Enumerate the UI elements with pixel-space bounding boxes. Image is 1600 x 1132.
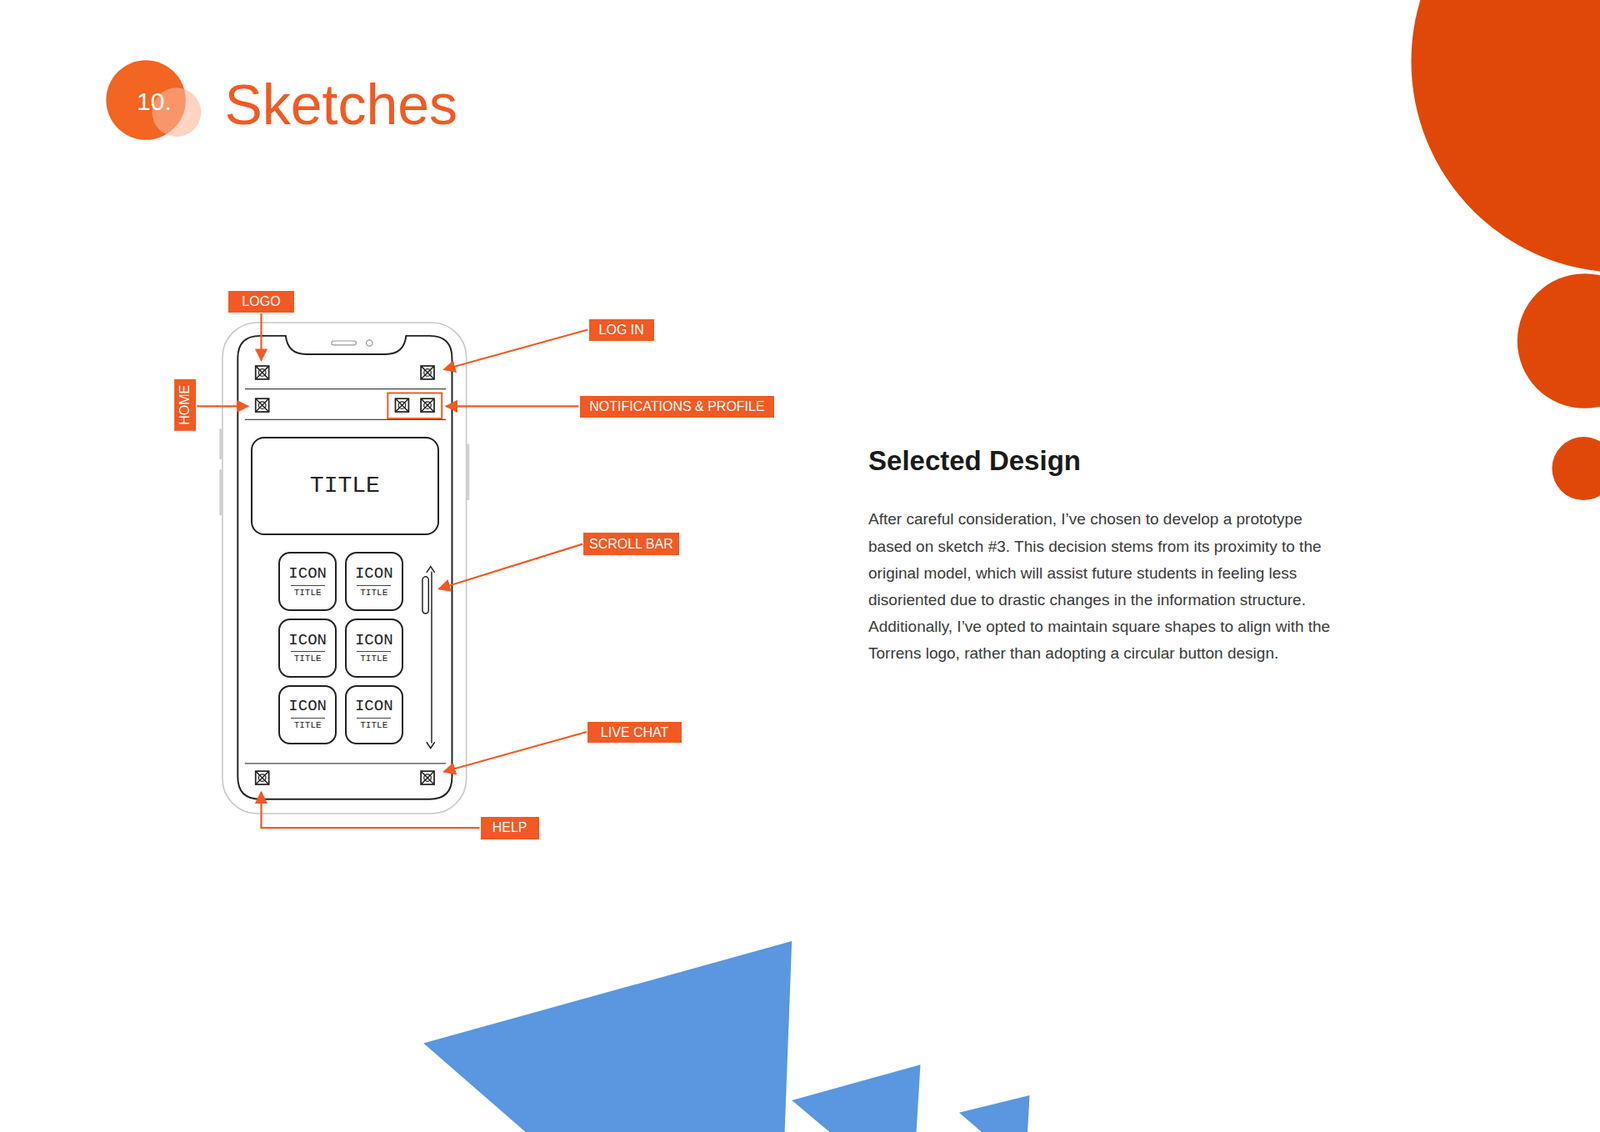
callout-tag: LOGO xyxy=(228,290,294,313)
node-text: HELP xyxy=(492,820,528,835)
phone-button xyxy=(219,428,223,460)
divider xyxy=(245,762,446,764)
deco-triangle xyxy=(423,940,792,1132)
phone-speaker xyxy=(331,340,356,345)
node-text: SCROLL BAR xyxy=(589,536,674,552)
deco-triangle xyxy=(959,1095,1030,1132)
icon-tile: ICON TITLE xyxy=(278,685,337,745)
icon-tile: ICON TITLE xyxy=(278,551,337,611)
deco-circle xyxy=(1410,0,1600,273)
node-text: LIVE CHAT xyxy=(600,725,670,740)
callout-tag: NOTIFICATIONS & PROFILE xyxy=(580,395,775,418)
icon-caption: TITLE xyxy=(290,650,325,665)
callout-tag: SCROLL BAR xyxy=(583,532,680,555)
icon-text: ICON xyxy=(355,697,394,715)
callout-tag: LIVE CHAT xyxy=(587,721,682,744)
callout-tag: LOG IN xyxy=(589,319,655,341)
icon-tile: ICON TITLE xyxy=(345,685,404,745)
callout-tag: HELP xyxy=(480,816,540,840)
chat-icon xyxy=(420,770,435,785)
logo-icon xyxy=(255,365,270,380)
deco-triangle xyxy=(791,1064,920,1132)
icon-text: ICON xyxy=(288,565,327,583)
login-icon xyxy=(420,365,435,380)
icon-text: ICON xyxy=(288,697,327,715)
section-heading: Selected Design xyxy=(868,445,1081,477)
icon-caption: TITLE xyxy=(290,585,325,599)
scroll-thumb xyxy=(422,576,429,614)
icon-tile: ICON TITLE xyxy=(345,551,404,611)
node-text: TITLE xyxy=(310,472,380,499)
icon-text: ICON xyxy=(288,631,327,650)
help-icon xyxy=(255,770,270,785)
scroll-chevron xyxy=(426,566,435,749)
icon-caption: TITLE xyxy=(290,717,325,731)
phone-body xyxy=(222,322,467,814)
node-text: LOG IN xyxy=(599,322,645,338)
callout-tag: HOME xyxy=(174,379,196,431)
icon-caption: TITLE xyxy=(356,585,391,599)
icon-text: ICON xyxy=(355,565,394,583)
node-text: NOTIFICATIONS & PROFILE xyxy=(589,399,765,415)
leader-lines xyxy=(196,313,588,828)
section-number: 10. xyxy=(136,89,172,115)
phone-button xyxy=(219,469,223,515)
icon-tile: ICONTITLE xyxy=(345,618,404,678)
deco-circle xyxy=(1551,436,1600,500)
icon-caption: TITLE xyxy=(356,717,391,731)
highlight-frame xyxy=(387,392,442,419)
page-title: Sketches xyxy=(224,73,458,136)
body-paragraph: After careful consideration, I’ve chosen… xyxy=(868,505,1349,667)
title-card: TITLE xyxy=(250,436,439,535)
icon-tile: ICONTITLE xyxy=(278,618,337,678)
home-icon xyxy=(255,398,270,412)
phone-screen xyxy=(237,335,452,800)
phone-camera xyxy=(366,340,373,346)
profile-icon xyxy=(420,398,435,412)
notification-icon xyxy=(395,398,409,412)
phone-button xyxy=(466,444,470,500)
icon-text: ICON xyxy=(355,631,394,650)
scroll-track xyxy=(430,571,432,744)
node-text: HOME xyxy=(177,385,193,425)
icon-caption: TITLE xyxy=(356,650,391,665)
node-text: LOGO xyxy=(241,294,280,310)
deco-circle xyxy=(1517,273,1600,409)
divider xyxy=(245,388,446,390)
